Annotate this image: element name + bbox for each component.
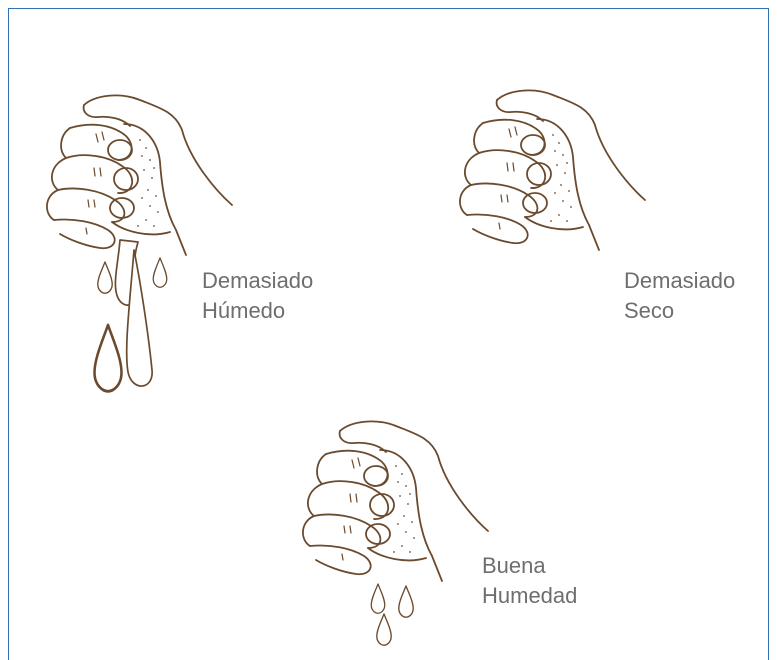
good-moisture-caption-line-1: Buena: [482, 551, 577, 581]
good-moisture-caption-line-2: Humedad: [482, 581, 577, 611]
too-dry-caption-line-1: Demasiado: [624, 266, 735, 296]
too-dry-caption-line-2: Seco: [624, 296, 735, 326]
good-moisture-hand-icon: [303, 421, 488, 645]
too-wet-caption-line-1: Demasiado: [202, 266, 313, 296]
too-wet-caption: Demasiado Húmedo: [202, 266, 313, 326]
too-dry-caption: Demasiado Seco: [624, 266, 735, 326]
too-wet-caption-line-2: Húmedo: [202, 296, 313, 326]
good-moisture-caption: Buena Humedad: [482, 551, 577, 611]
too-dry-hand-icon: [460, 90, 645, 250]
too-wet-hand-icon: [47, 95, 232, 391]
